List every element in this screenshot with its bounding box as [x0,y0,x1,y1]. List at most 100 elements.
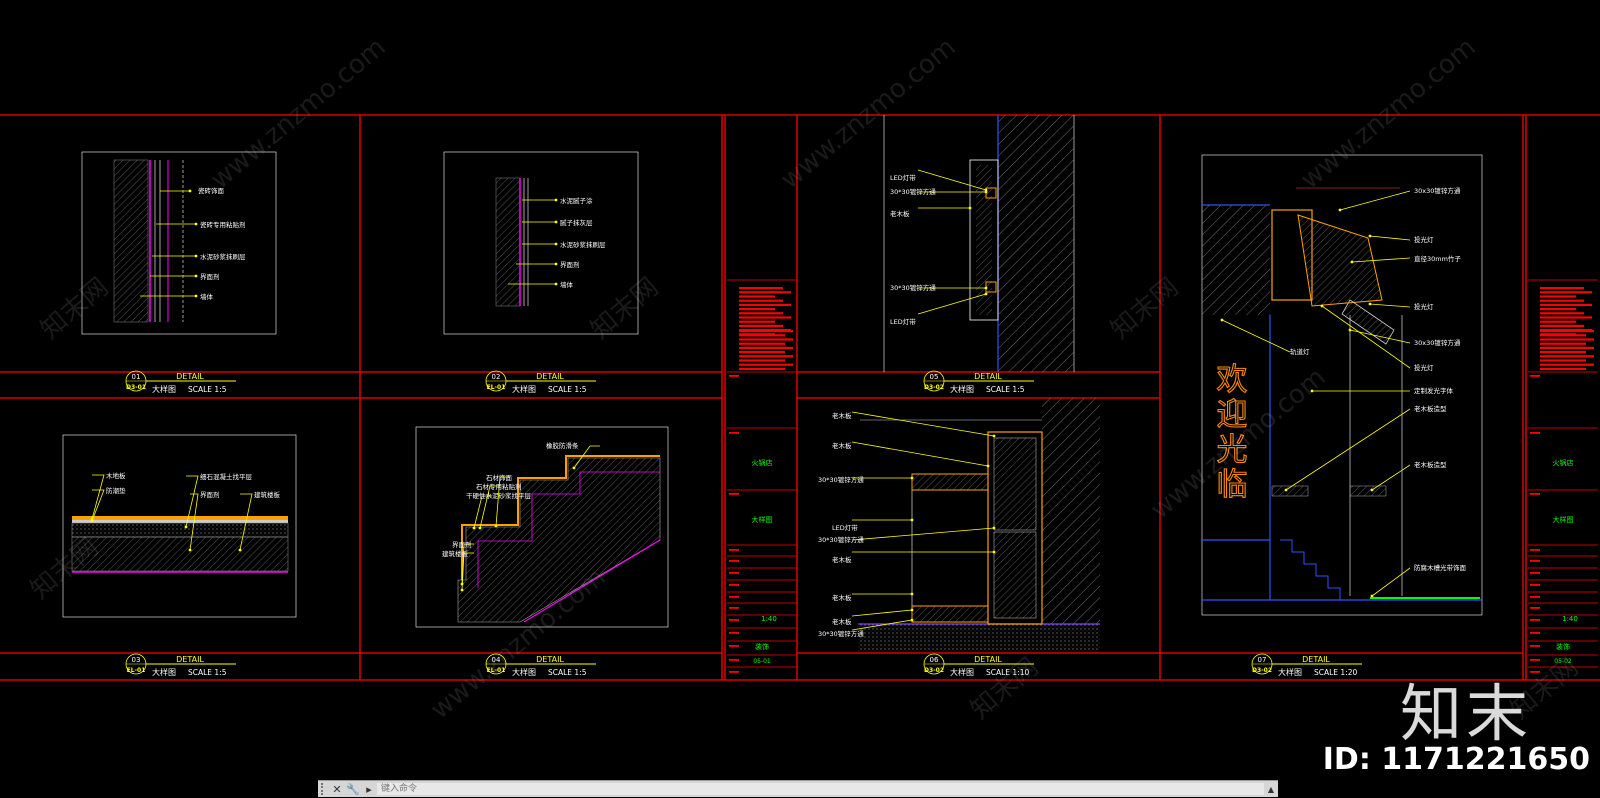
tb-field-label-mark [729,619,739,621]
leader-dot [1320,304,1324,308]
close-icon[interactable]: ✕ [332,782,342,796]
leader-line [1349,329,1411,344]
tb-field-label-mark [729,572,739,574]
tb-field-label-mark [1530,572,1540,574]
tb-field-label-mark [1530,584,1540,586]
leader-dot [910,608,914,612]
detail-sheet-tag: D3-02 [1252,667,1272,674]
leader-dot [194,222,198,226]
tb-notes-bar [1540,363,1594,366]
note-label: 30x30镀锌方通 [1414,338,1461,347]
command-history-icon[interactable]: ▸ [366,782,372,796]
tb-notes-bar [1540,338,1594,341]
note-label: 老木板 [890,209,910,218]
tb-notes-bar [1540,320,1576,323]
tb-notes-bar [1540,312,1584,315]
leader-dot [554,220,558,224]
leader-line [495,476,510,527]
tb-field-label-mark [729,607,739,609]
tb-field-label-mark [729,596,739,598]
command-input[interactable] [377,783,1264,795]
tb-field-label-mark [1530,560,1540,562]
note-label: LED灯带 [890,173,916,182]
tb-drawing-name: 大样图 [752,515,773,524]
watermark-brand: 知末 [1399,677,1532,750]
leader-dot [554,282,558,286]
tb-notes-bar [1540,334,1586,337]
tb-field-label-mark [729,375,739,377]
note-label: 界面剂 [560,260,580,269]
tb-notes-bar [739,334,785,337]
detail-title: DETAIL [974,655,1002,664]
chevron-up-icon[interactable]: ▲ [1267,784,1275,794]
drag-handle-icon[interactable] [321,783,329,795]
tb-notes-bar [1540,316,1592,319]
note-label: 30*30镀锌方通 [890,187,936,196]
note-label: 界面剂 [200,272,220,281]
tb-notes-bar [739,320,775,323]
note-label: 老木板造型 [1414,404,1447,413]
detail-subtitle: 大样图 [152,667,176,677]
note-label: 老木板 [832,593,852,602]
detail-subtitle: 大样图 [512,667,536,677]
note-label: 老木板 [832,411,852,420]
detail-title: DETAIL [1302,655,1330,664]
leader-line [1321,305,1411,369]
sign-char: 迎 [1217,397,1248,433]
note-label: 定制发光字体 [1414,386,1454,395]
tb-field-label-mark [729,671,739,673]
leader-dot [1350,260,1354,264]
tb-field-label-mark [729,549,739,551]
tb-notes-bar [739,308,775,311]
leader-line [1369,303,1411,308]
tb-notes-bar [1540,359,1586,362]
leader-dot [554,242,558,246]
note-label: 防潮垫 [106,486,126,495]
note-label: 墙体 [560,280,574,289]
tb-notes-bar [739,316,791,319]
leader-dot [494,524,498,528]
tb-field-label-mark [729,659,739,661]
tb-field-label-mark [1530,659,1540,661]
leader-dot [992,526,996,530]
tb-notes-bar [739,359,785,362]
detail-scale: SCALE 1:5 [986,385,1025,394]
watermark-text: www.znzmo.com [1295,32,1481,195]
leader-line [1371,464,1411,491]
leader-line [1371,567,1411,597]
leader-line [851,441,989,467]
leader-line [917,293,987,315]
wrench-icon[interactable]: 🔧 [346,782,360,796]
detail-number: 03 [132,656,141,664]
note-label: 30*30镀锌方通 [818,475,864,484]
tb-notes-bar [1540,299,1584,302]
detail-02-drawing [443,151,639,335]
leader-dot [1220,318,1224,322]
leader-line [473,495,492,529]
diagonal-watermarks: 知末网www.znzmo.com知末网www.znzmo.com知末网www.z… [25,32,1584,725]
leader-dot [1370,488,1374,492]
tb-notes-bar [1540,346,1594,349]
tb-notes-bar [1540,367,1586,370]
note-label: 30*30镀锌方通 [818,629,864,638]
tb-field-label-mark [729,432,739,434]
note-label: LED灯带 [890,317,916,326]
detail-number: 05 [930,373,939,381]
leader-dot [478,526,482,530]
leader-dot [984,190,988,194]
detail-subtitle: 大样图 [950,667,974,677]
note-label: 30*30镀锌方通 [818,535,864,544]
leader-dot [460,588,464,592]
detail-title: DETAIL [974,372,1002,381]
note-label: 界面剂 [452,540,472,549]
detail-07-notes: 30x30镀锌方通投光灯直径30mm竹子投光灯30x30镀锌方通投光灯轨道灯定制… [1220,186,1467,598]
leader-line [1285,408,1411,491]
